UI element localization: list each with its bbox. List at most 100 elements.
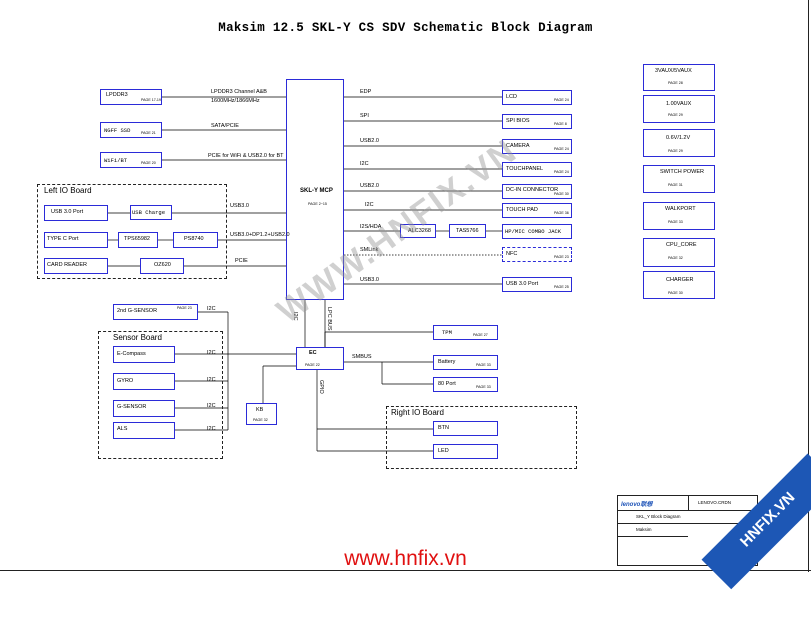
spi-bios-block (502, 114, 572, 129)
g-sensor-i2c-label: I2C (207, 403, 216, 409)
connection-lines (108, 96, 502, 452)
usb2-dcin-bus-label: USB2.0 (360, 183, 379, 189)
tpm-block (433, 325, 498, 340)
i2c-touchpad-bus-label: I2C (365, 202, 374, 208)
tps65982-block (118, 232, 158, 248)
battery-label: Battery (438, 359, 456, 365)
port80-block (433, 377, 498, 392)
tpm-page: PAGE 27 (473, 333, 488, 337)
switch-power-page: PAGE 31 (668, 183, 683, 187)
hp-mic-jack-block (502, 224, 572, 239)
hp-mic-jack-label: HP/MIC COMBO JACK (505, 228, 562, 235)
ps8740-label: PS8740 (184, 236, 204, 242)
right-io-board-title: Right IO Board (391, 408, 444, 417)
second-g-sensor-label: 2nd G-SENSOR (117, 308, 158, 314)
camera-page: PAGE 24 (554, 147, 569, 151)
power-3vaux-label: 3VAUX/5VAUX (655, 68, 692, 74)
ecompass-i2c-label: I2C (207, 350, 216, 356)
walkport-block (643, 202, 715, 230)
edp-bus-label: EDP (360, 89, 372, 95)
ngff-ssd-block (100, 122, 162, 138)
power-3vaux-page: PAGE 28 (668, 81, 683, 85)
sheet-border-right (808, 0, 809, 572)
diagram-title: Maksim 12.5 SKL-Y CS SDV Schematic Block… (218, 21, 593, 35)
i2s-hda-bus-label: I2S/HDA (360, 224, 382, 230)
wifi-bt-block (100, 152, 162, 168)
lpc-bus-label: LPC BUS (326, 307, 332, 331)
model-name: Maksim (636, 527, 652, 532)
type-c-port-block (44, 232, 108, 248)
lpddr3-bus-speed: 1600MHz/1866MHz (211, 98, 260, 104)
cpu-block (286, 79, 344, 300)
led-block (433, 444, 498, 459)
dc-in-connector-block (502, 184, 572, 199)
cpu-core-block (643, 238, 715, 267)
switch-power-label: SWITCH POWER (660, 169, 704, 175)
cpu-label: SKL-Y MCP (300, 188, 333, 194)
charger-page: PAGE 30 (668, 291, 683, 295)
left-usb30-port-label: USB 3.0 Port (51, 209, 84, 215)
usb2-camera-bus-label: USB2.0 (360, 138, 379, 144)
gpio-label: GPIO (318, 380, 324, 394)
als-i2c-label: I2C (207, 426, 216, 432)
nfc-block (502, 247, 572, 262)
ecompass-label: E-Compass (117, 351, 146, 357)
schematic-sheet: Maksim 12.5 SKL-Y CS SDV Schematic Block… (0, 0, 811, 590)
lcd-page: PAGE 24 (554, 98, 569, 102)
power-06v-block (643, 129, 715, 157)
i2c-touchpanel-bus-label: I2C (360, 161, 369, 167)
gyro-i2c-label: I2C (207, 377, 216, 383)
usb30-right-bus-label: USB3.0 (360, 277, 379, 283)
gyro-label: GYRO (117, 378, 134, 384)
second-g-sensor-page: PAGE 23 (177, 306, 192, 310)
btn-label: BTN (438, 425, 449, 431)
card-reader-label: CARD READER (47, 262, 88, 268)
ps8740-block (173, 232, 218, 248)
tas5766-block (449, 224, 486, 238)
als-label: ALS (117, 426, 128, 432)
usb-charge-label: USB Charge (132, 209, 166, 216)
sensor-board-title: Sensor Board (113, 333, 162, 342)
wifi-bt-page: PAGE 20 (141, 161, 156, 165)
right-usb30-port-label: USB 3.0 Port (506, 281, 539, 287)
lcd-label: LCD (506, 94, 518, 100)
usb-charge-block (130, 205, 172, 220)
left-io-board-title: Left IO Board (44, 186, 92, 195)
spi-bus-label: SPI (360, 113, 369, 119)
left-io-board-group (37, 184, 227, 279)
dc-in-connector-label: DC-IN CONNECTOR (506, 187, 559, 193)
charger-label: CHARGER (666, 277, 694, 283)
lcd-block (502, 90, 572, 105)
lpddr3-label: LPDDR3 (106, 92, 128, 98)
sata-bus-label: SATA/PCIE (211, 123, 239, 129)
ecompass-block (113, 346, 175, 363)
lpddr3-bus-label: LPDDR3 Channel A&B (211, 89, 267, 95)
pcie-bus-label: PCIE (235, 258, 248, 264)
tpm-label: TPM (442, 329, 452, 336)
nfc-page: PAGE 23 (554, 255, 569, 259)
camera-label: CAMERA (506, 143, 530, 149)
power-1v-label: 1.00VAUX (666, 101, 692, 107)
wifi-bt-label: WiFi/BT (104, 157, 128, 164)
tas5766-label: TAS5766 (456, 228, 479, 234)
camera-block (502, 139, 572, 154)
walkport-label: WALKPORT (665, 206, 696, 212)
lpddr3-block (100, 89, 162, 105)
btn-block (433, 421, 498, 436)
second-g-sensor-i2c-label: I2C (207, 306, 216, 312)
tps65982-label: TPS65982 (124, 236, 150, 242)
footer-url[interactable]: www.hnfix.vn (344, 547, 467, 570)
spi-bios-page: PAGE 8 (554, 122, 567, 126)
company-name: LENOVO.CRDN (698, 500, 732, 505)
charger-block (643, 271, 715, 299)
cpu-page: PAGE 2~15 (308, 202, 327, 206)
right-usb30-port-page: PAGE 25 (554, 285, 569, 289)
led-label: LED (438, 448, 449, 454)
gyro-block (113, 373, 175, 390)
left-usb30-port-block (44, 205, 108, 221)
wifi-bus-label: PCIE for WiFi & USB2.0 for BT (208, 153, 284, 159)
usb30-left-bus-label: USB3.0 (230, 203, 249, 209)
touchpanel-block (502, 162, 572, 177)
power-1v-block (643, 95, 715, 123)
usb30-dp-bus-label: USB3.0+DP1.2+USB2.0 (230, 232, 290, 238)
